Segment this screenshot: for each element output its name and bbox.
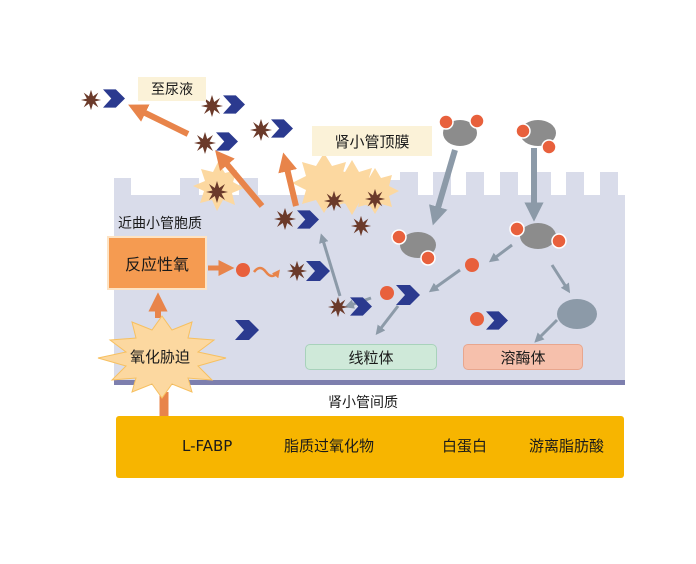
oxidative-stress-label: 氧化胁迫 <box>130 348 191 366</box>
lfabp-peroxide-urine-1 <box>80 89 125 111</box>
apical-membrane-label: 肾小管顶膜 <box>312 126 432 156</box>
albumin-ffa-1 <box>438 113 485 146</box>
albumin-free <box>557 299 597 329</box>
lysosome-box: 溶酶体 <box>463 344 583 370</box>
cytoplasm-label: 近曲小管胞质 <box>118 216 202 232</box>
legend-peroxide-label: 脂质过氧化物 <box>284 437 375 455</box>
albumin-ffa-3 <box>391 229 436 266</box>
lfabp-ffa-1 <box>380 285 420 305</box>
lfabp-peroxide-urine-4 <box>250 119 293 141</box>
arrow-to-mito <box>375 305 400 336</box>
lfabp-peroxide-urine-3 <box>194 132 238 154</box>
albumin-ffa-4 <box>509 221 567 249</box>
peroxide-3 <box>364 188 386 210</box>
peroxide-1 <box>206 181 228 203</box>
arrow-cytosol-up <box>319 233 342 297</box>
arrow-to-lysosome-path <box>550 264 571 294</box>
legend-lfabp-label: L-FABP <box>182 437 233 455</box>
legend: L-FABP 脂质过氧化物 白蛋白 游离脂肪酸 <box>116 416 624 478</box>
legend-ffa-label: 游离脂肪酸 <box>529 437 605 455</box>
arrow-ffa-to-lfabp <box>428 268 461 293</box>
arrow-efflux-1 <box>215 150 265 208</box>
lfabp-peroxide-urine-2 <box>201 95 245 117</box>
arrow-albumin-entry-1 <box>429 149 458 226</box>
basement-membrane <box>114 380 625 385</box>
interstitium-label: 肾小管间质 <box>328 395 398 411</box>
arrow-efflux-2 <box>278 152 299 207</box>
lfabp-ffa-2 <box>470 311 508 330</box>
peroxide-4 <box>350 215 372 237</box>
oxidative-stress-burst <box>97 315 227 399</box>
ffa-cytosol-1 <box>465 258 479 272</box>
urine-label: 至尿液 <box>138 77 206 101</box>
arrow-to-urine <box>128 104 190 137</box>
ffa-ros <box>236 263 250 277</box>
ros-box: 反应性氧 <box>107 236 207 290</box>
arrow-into-lysosome <box>534 318 559 343</box>
mitochondria-box: 线粒体 <box>305 344 437 370</box>
peroxide-2 <box>323 190 345 212</box>
squiggle-arrow <box>253 266 280 279</box>
arrow-ffa-release <box>488 243 513 263</box>
albumin-ffa-2 <box>515 120 557 155</box>
legend-albumin-label: 白蛋白 <box>442 437 488 455</box>
